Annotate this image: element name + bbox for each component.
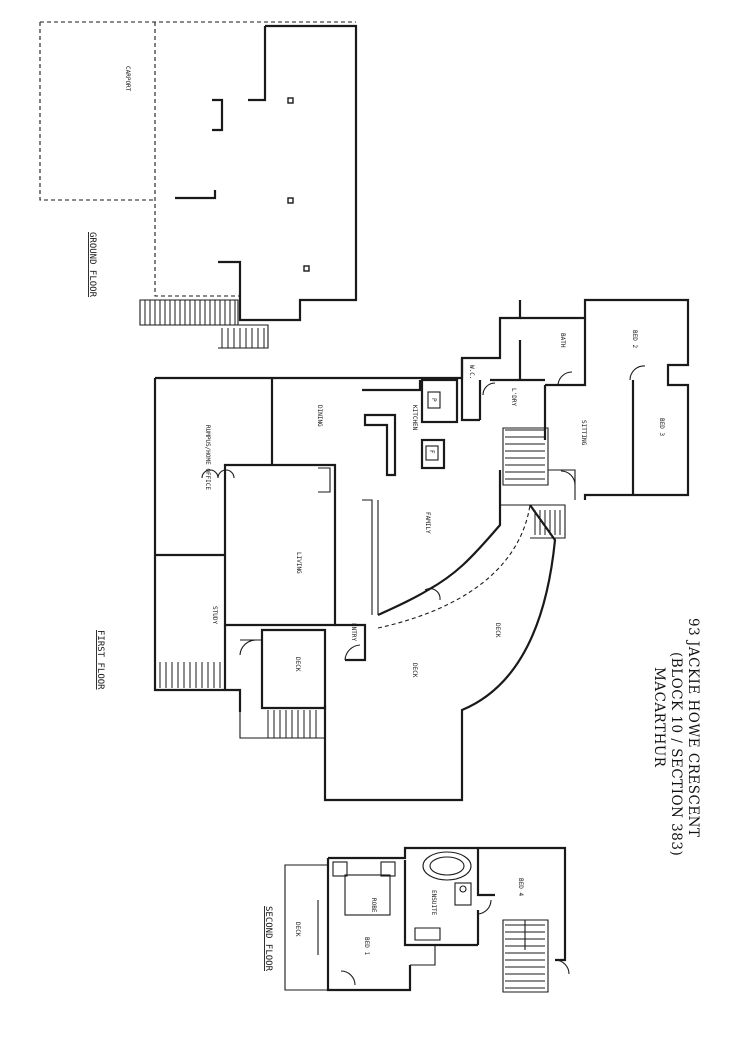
bed4-label: BED 4	[517, 878, 524, 896]
bath-label: BATH	[559, 333, 566, 348]
bed1-label: BED 1	[363, 937, 370, 955]
bed3-label: BED 3	[658, 418, 665, 436]
ground-floor-label: GROUND FLOOR	[87, 232, 97, 298]
kitchen-label: KITCHEN	[411, 405, 418, 431]
fridge-label: F	[428, 450, 435, 454]
living-label: LIVING	[295, 552, 302, 574]
small-deck-label: DECK	[294, 657, 301, 672]
study-label: STUDY	[211, 606, 218, 624]
second-floor-plan: ROBE BED 1 ENSUITE BED 4 DECK SECOND FLO…	[263, 846, 570, 993]
first-floor-label: FIRST FLOOR	[95, 630, 105, 690]
curved-deck-label: DECK	[494, 623, 501, 638]
ground-floor-plan: CARPORT GROUND FLOOR	[39, 21, 358, 349]
first-floor-plan: RUMPUS/HOME OFFICE DINING KITCHEN P F W.…	[95, 298, 690, 802]
sitting-label: SITTING	[580, 420, 587, 446]
dining-label: DINING	[316, 405, 323, 427]
bed2-label: BED 2	[631, 330, 638, 348]
carport-label: CARPORT	[124, 66, 131, 92]
second-floor-label: SECOND FLOOR	[263, 906, 273, 972]
family-label: FAMILY	[424, 512, 431, 534]
pantry-label: P	[430, 398, 437, 402]
laundry-label: L'DRY	[510, 388, 517, 406]
title-block: 93 JACKIE HOWE CRESCENT (BLOCK 10 / SECT…	[651, 618, 701, 856]
robe-label: ROBE	[370, 898, 377, 913]
main-deck-label: DECK	[411, 663, 418, 678]
title-suburb: MACARTHUR	[651, 667, 667, 768]
ensuite-label: ENSUITE	[430, 890, 437, 916]
second-deck-label: DECK	[294, 922, 301, 937]
title-block-section: (BLOCK 10 / SECTION 383)	[668, 652, 684, 856]
title-address: 93 JACKIE HOWE CRESCENT	[685, 618, 701, 837]
entry-label: ENTRY	[350, 623, 357, 641]
wc-label: W.C.	[468, 365, 475, 379]
rumpus-label: RUMPUS/HOME OFFICE	[204, 425, 211, 490]
